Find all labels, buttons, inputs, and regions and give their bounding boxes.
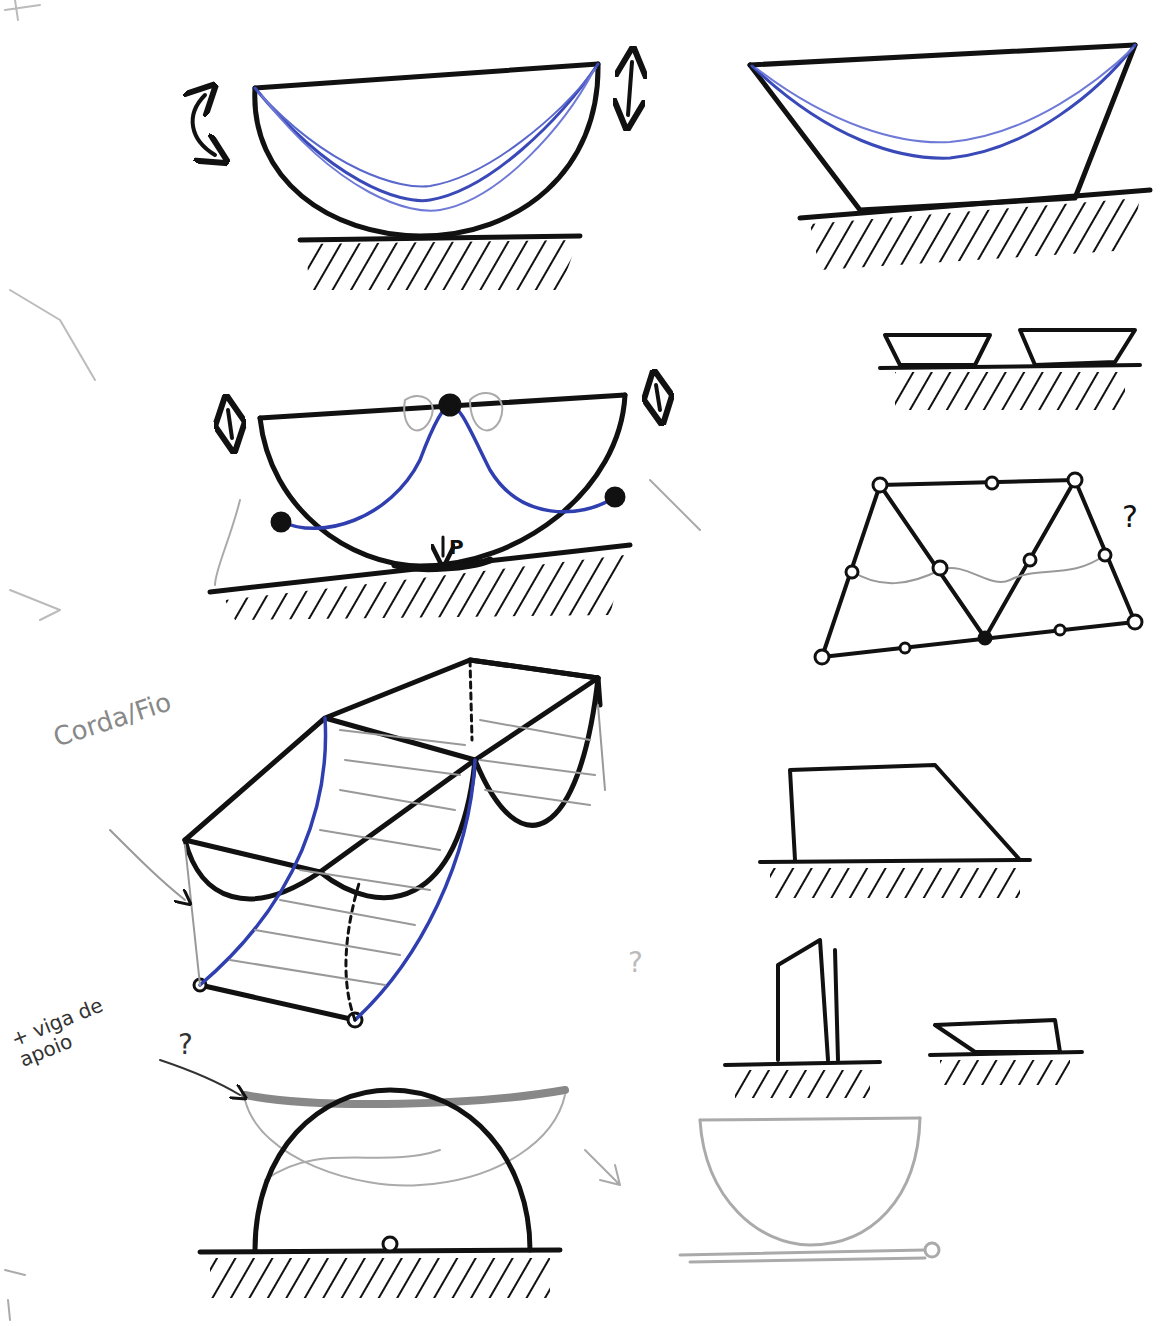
sketch-annotation: + viga de apoio (8, 989, 126, 1071)
small-section-sketches (725, 940, 1082, 1098)
side-trapezoid-sketch (760, 765, 1030, 898)
small-trapezoids (880, 330, 1140, 410)
trapezoid-bowl-sketch (750, 45, 1150, 270)
hammock-frame-sketch (110, 660, 605, 1027)
rocking-seat-sketch (210, 385, 700, 620)
gray-bowl-sketch (5, 0, 939, 1320)
sketch-annotation: Corda/Fio (50, 687, 175, 752)
truss-sketch (815, 473, 1142, 664)
bowl-sketch (193, 62, 632, 290)
sketch-annotation: ? (1122, 500, 1138, 533)
sketch-annotation: ? (628, 948, 643, 979)
arch-sketch (160, 1060, 565, 1298)
sketch-annotation: ? (178, 1030, 193, 1061)
sketch-annotation: P (449, 536, 464, 558)
